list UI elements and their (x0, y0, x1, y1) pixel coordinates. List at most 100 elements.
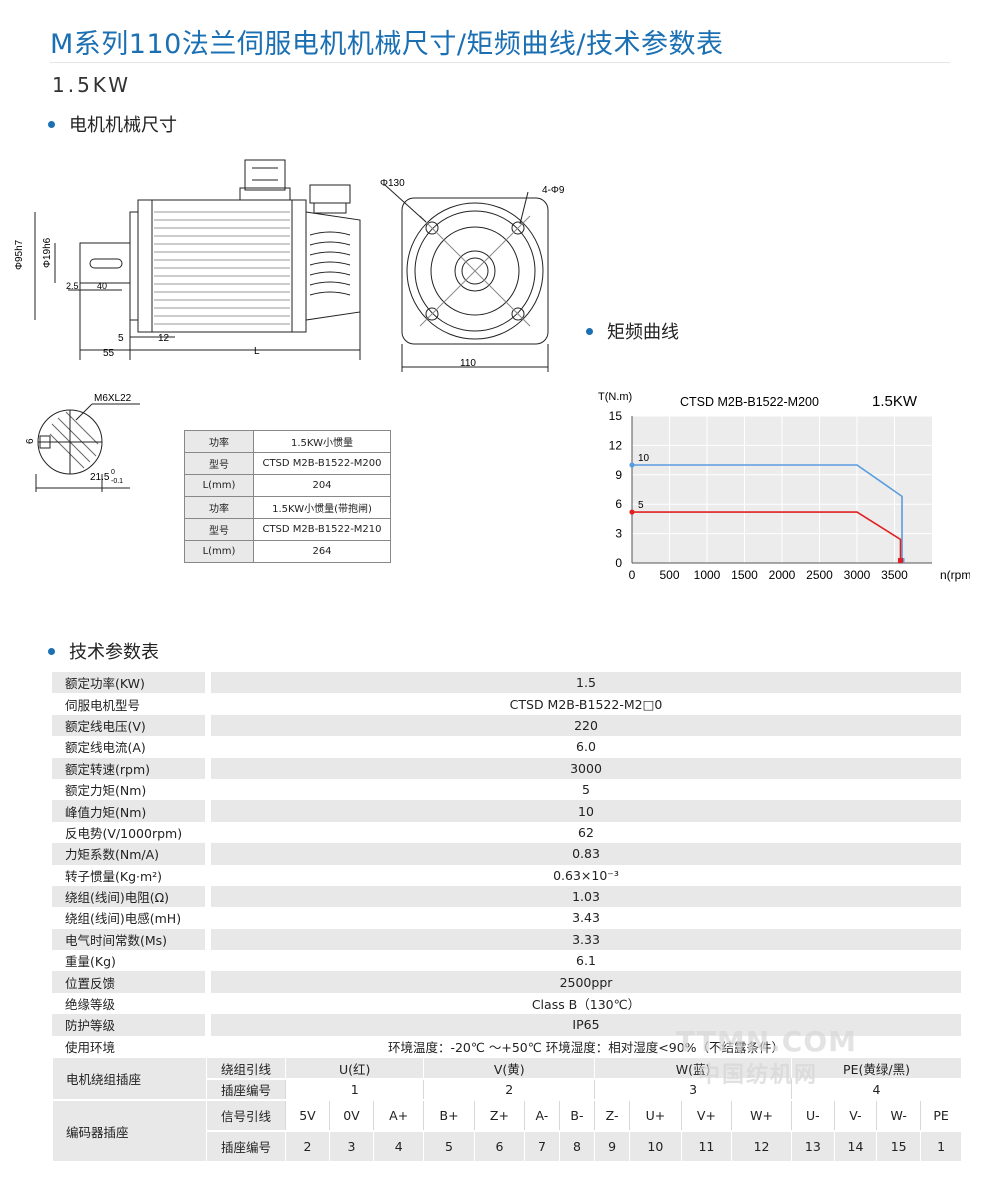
encoder-signal-cell: U- (791, 1100, 835, 1132)
tech-row-label: 位置反馈 (52, 971, 205, 993)
dim-tol-top: 0 (111, 469, 115, 476)
dim-19h6: Φ19h6 (42, 237, 53, 268)
encoder-signal-cell: 0V (329, 1100, 374, 1132)
dim-6: 6 (25, 438, 36, 444)
tech-row: 反电势(V/1000rpm)62 (52, 821, 961, 844)
encoder-signal-cell: U+ (628, 1100, 682, 1132)
tech-row-label: 力矩系数(Nm/A) (52, 843, 205, 865)
chart-series-label: 5 (638, 500, 644, 511)
motor-socket-row-label: 插座编号 (206, 1079, 286, 1101)
encoder-socket-row-label: 信号引线 (206, 1100, 286, 1132)
tech-row-label: 防护等级 (52, 1014, 205, 1036)
tech-row-label: 额定线电压(V) (52, 714, 205, 737)
chart-series-line (632, 511, 902, 563)
encoder-signal-cell: V- (833, 1100, 877, 1132)
model-table-key: 功率 (184, 430, 254, 453)
model-table-value: CTSD M2B-B1522-M200 (253, 452, 391, 475)
motor-lead-cell: U(红) (284, 1058, 424, 1080)
encoder-socket-row-label: 插座编号 (206, 1131, 286, 1163)
dim-130: Φ130 (380, 178, 405, 189)
tech-row-label: 绝缘等级 (65, 997, 116, 1013)
tech-row: 绕组(线间)电阻(Ω)1.03 (52, 885, 961, 908)
motor-side-view-drawing: Φ95h7 Φ19h6 2.5 40 5 12 55 L (14, 159, 361, 360)
tech-row-value: 1.5 (211, 672, 961, 694)
chart-x-tick: 1000 (694, 568, 721, 582)
dim-110: 110 (460, 358, 476, 369)
motor-front-view-drawing: Φ130 4-Φ9 110 (380, 178, 565, 372)
motor-number-cell: 4 (791, 1079, 961, 1101)
motor-lead-cell: W(蓝) (594, 1058, 792, 1080)
tech-row-label: 转子惯量(Kg·m²) (65, 868, 163, 884)
model-table-key: L(mm) (184, 474, 254, 497)
chart-series-start-point (629, 509, 635, 515)
tech-row: 电气时间常数(Ms)3.33 (52, 928, 961, 951)
page-title: M系列110法兰伺服电机机械尺寸/矩频曲线/技术参数表 (50, 29, 724, 60)
encoder-number-cell: 3 (329, 1131, 374, 1163)
chart-x-tick: 1500 (731, 568, 758, 582)
tech-row-label: 额定线电流(A) (65, 740, 146, 756)
bullet-icon (586, 327, 593, 335)
tech-row-label: 额定力矩(Nm) (65, 783, 147, 799)
tech-row-value: 3000 (211, 757, 961, 779)
tech-row-value: 2500ppr (211, 971, 961, 993)
chart-x-tick: 500 (659, 568, 679, 582)
chart-y-label: T(N.m) (598, 391, 632, 403)
encoder-signal-cell: B- (558, 1100, 595, 1132)
encoder-number-cell: 11 (680, 1131, 732, 1163)
chart-x-tick: 3000 (844, 568, 871, 582)
chart-x-tick: 3500 (881, 568, 908, 582)
dim-21-5: 21.5 (90, 472, 110, 483)
chart-x-tick: 0 (629, 568, 636, 582)
tech-row-value: 1.03 (211, 885, 961, 908)
dim-55: 55 (103, 348, 115, 359)
encoder-signal-cell: B+ (423, 1100, 475, 1132)
tech-row-value: 3.43 (572, 910, 600, 926)
tech-row: 额定功率(KW) 1.5 (52, 672, 961, 694)
encoder-number-cell: 4 (372, 1131, 424, 1163)
tech-row-value: 62 (578, 824, 594, 840)
tech-row-value: 6.0 (576, 739, 596, 755)
motor-number-cell: 3 (594, 1079, 792, 1101)
section-tech-label: 技术参数表 (69, 642, 159, 663)
tech-row: 绕组(线间)电感(mH)3.43 (52, 907, 961, 929)
encoder-number-cell: 10 (628, 1131, 682, 1163)
tech-row-label: 重量(Kg) (65, 954, 116, 970)
chart-x-label: n(rpm) (940, 568, 970, 582)
motor-lead-cell: V(黄) (423, 1058, 595, 1080)
tech-row-label: 额定功率(KW) (52, 672, 205, 694)
encoder-signal-cell: V+ (680, 1100, 732, 1132)
model-table-key: L(mm) (184, 540, 254, 563)
watermark-text: TTMN.COM (676, 1025, 857, 1058)
chart-x-tick: 2500 (806, 568, 833, 582)
motor-socket-row-label: 绕组引线 (206, 1058, 286, 1080)
dim-40: 40 (97, 281, 107, 291)
chart-title: CTSD M2B-B1522-M200 (680, 395, 819, 409)
chart-y-tick: 12 (609, 438, 623, 452)
encoder-number-cell: 15 (876, 1131, 921, 1163)
chart-series-start-point (629, 462, 635, 468)
encoder-number-cell: 8 (558, 1131, 595, 1163)
model-table-value: 264 (253, 540, 391, 563)
dim-95h7: Φ95h7 (14, 239, 25, 270)
tech-row: 额定线电流(A) 6.0 (52, 736, 961, 758)
encoder-socket-label: 编码器插座 (52, 1100, 207, 1163)
dim-2-5: 2.5 (66, 281, 79, 291)
encoder-number-cell: 6 (473, 1131, 525, 1163)
model-table-key: 型号 (184, 452, 254, 475)
power-label: 1.5KW (52, 73, 131, 97)
section-curve: 矩频曲线 (586, 318, 679, 344)
encoder-number-cell: 1 (920, 1131, 961, 1163)
tech-row: 峰值力矩(Nm)10 (52, 800, 961, 822)
tech-row-value: 0.83 (211, 843, 961, 865)
tech-row: 额定线电压(V)220 (52, 714, 961, 737)
tech-row-value: 环境温度：-20℃ ～+50℃ 环境湿度：相对湿度<90%（不结露条件） (387, 1039, 785, 1055)
motor-number-cell: 1 (284, 1079, 424, 1101)
encoder-signal-cell: W- (876, 1100, 921, 1132)
